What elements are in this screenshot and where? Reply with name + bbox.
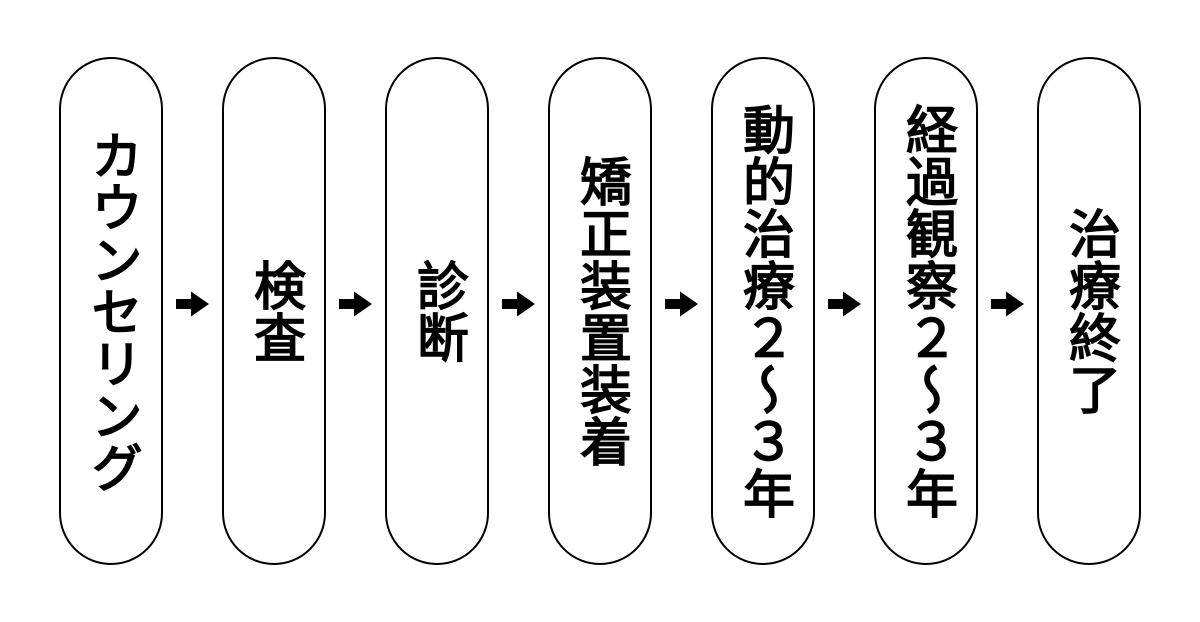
flow-step-observation: 経過観察２〜３年 — [874, 57, 978, 565]
arrow-cell — [652, 57, 711, 565]
flow-step-label: 矯正装置装着 — [571, 155, 630, 467]
flow-step-counseling: カウンセリング — [59, 57, 163, 565]
arrow-right-icon — [501, 291, 535, 317]
arrow-cell — [978, 57, 1037, 565]
flow-step-label: 診断 — [408, 259, 467, 363]
arrow-right-icon — [175, 291, 209, 317]
flow-row: カウンセリング 検査 診断 矯正装置装着 — [59, 57, 1141, 565]
flow-step-label: 治療終了 — [1060, 207, 1119, 415]
flow-step-treatment-end: 治療終了 — [1037, 57, 1141, 565]
flow-step-active-treatment: 動的治療２〜３年 — [711, 57, 815, 565]
flow-step-label: 動的治療２〜３年 — [734, 103, 793, 519]
arrow-right-icon — [664, 291, 698, 317]
flow-step-diagnosis: 診断 — [385, 57, 489, 565]
arrow-cell — [163, 57, 222, 565]
flow-step-examination: 検査 — [222, 57, 326, 565]
flow-step-label: 経過観察２〜３年 — [897, 103, 956, 519]
arrow-cell — [326, 57, 385, 565]
arrow-cell — [815, 57, 874, 565]
flow-step-appliance-placement: 矯正装置装着 — [548, 57, 652, 565]
arrow-cell — [489, 57, 548, 565]
arrow-right-icon — [338, 291, 372, 317]
flow-step-label: カウンセリング — [82, 129, 141, 493]
flow-step-label: 検査 — [245, 259, 304, 363]
arrow-right-icon — [990, 291, 1024, 317]
arrow-right-icon — [827, 291, 861, 317]
